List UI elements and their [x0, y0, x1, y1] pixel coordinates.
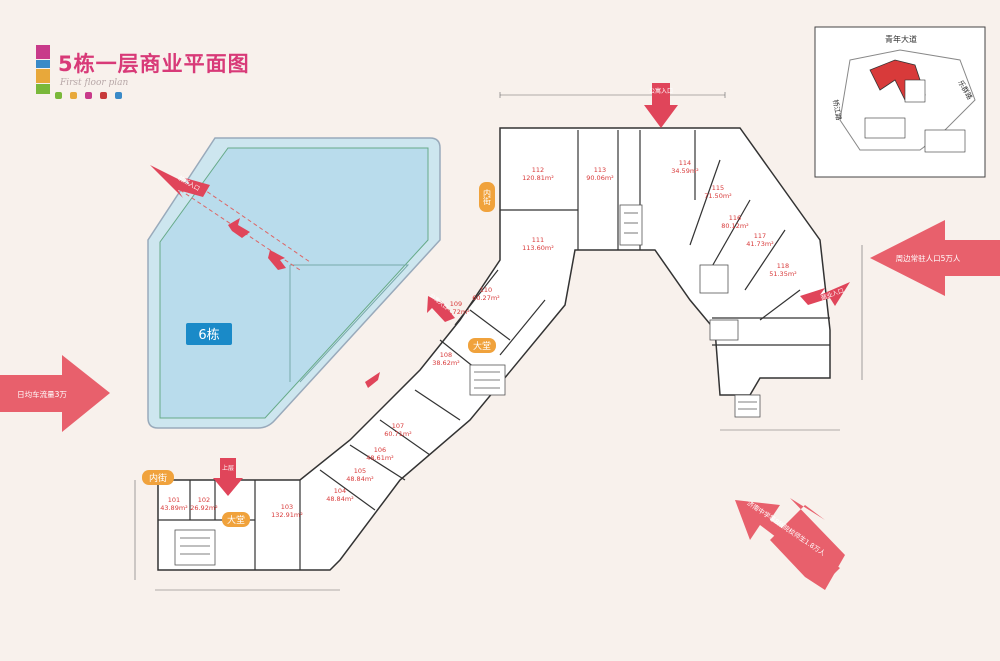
unit-labels: 112 120.81m² 111 113.60m² 113 90.06m² 11… [160, 159, 797, 519]
svg-text:日均车流量3万: 日均车流量3万 [17, 389, 67, 399]
unit-110-area: 60.27m² [472, 294, 500, 302]
unit-105-area: 48.84m² [346, 475, 374, 483]
unit-111-area: 113.60m² [522, 244, 554, 252]
interior-walls [158, 130, 830, 570]
svg-text:公寓入口: 公寓入口 [649, 87, 673, 95]
svg-text:大堂: 大堂 [227, 514, 245, 526]
svg-text:青年大道: 青年大道 [885, 34, 917, 44]
badge-inner-street-bottom: 内街 [142, 470, 174, 485]
unit-113-area: 90.06m² [586, 174, 614, 182]
site-minimap: 青年大道 乐群路 桥江路 [814, 26, 986, 178]
badge-lobby-bottom: 大堂 [222, 512, 250, 527]
unit-108-area: 38.62m² [432, 359, 460, 367]
arrow-left-traffic: 日均车流量3万 [0, 355, 110, 432]
unit-106-id: 106 [374, 446, 386, 454]
svg-text:周边常驻人口5万人: 周边常驻人口5万人 [896, 253, 961, 263]
arrow-bottom-right: 济南中学等8所院校师生1.8万人 [735, 498, 845, 590]
arrow-right-residents: 周边常驻人口5万人 [870, 220, 1000, 296]
unit-111-id: 111 [532, 236, 544, 244]
svg-text:内街: 内街 [149, 472, 167, 484]
unit-118-id: 118 [777, 262, 789, 270]
unit-103-area: 132.91m² [271, 511, 303, 519]
unit-110-id: 110 [480, 286, 492, 294]
unit-112-area: 120.81m² [522, 174, 554, 182]
stairwells [174, 204, 761, 566]
flow-arrows [228, 218, 380, 388]
unit-118-area: 51.35m² [769, 270, 797, 278]
badge-inner-street-top: 内街 [479, 182, 495, 212]
unit-116-area: 80.12m² [721, 222, 749, 230]
unit-101-area: 43.89m² [160, 504, 188, 512]
badge-lobby-mid: 大堂 [468, 338, 496, 353]
pool-area [147, 137, 441, 429]
unit-101-id: 101 [168, 496, 180, 504]
unit-107-id: 107 [392, 422, 404, 430]
unit-102-id: 102 [198, 496, 210, 504]
svg-text:6栋: 6栋 [198, 327, 219, 343]
page-title: 5栋一层商业平面图 [58, 52, 250, 76]
unit-112-id: 112 [532, 166, 544, 174]
brand-logo [36, 45, 50, 105]
unit-104-id: 104 [334, 487, 346, 495]
brand-icons [55, 92, 122, 99]
unit-104-area: 48.84m² [326, 495, 354, 503]
unit-117-id: 117 [754, 232, 766, 240]
unit-109-area: 28.72m² [442, 308, 470, 316]
unit-108-id: 108 [440, 351, 452, 359]
page-subtitle: First floor plan [60, 78, 129, 88]
unit-102-area: 26.92m² [190, 504, 218, 512]
unit-116-id: 116 [729, 214, 741, 222]
dimension-lines [134, 92, 863, 591]
unit-107-area: 60.71m² [384, 430, 412, 438]
unit-114-area: 34.59m² [671, 167, 699, 175]
unit-103-id: 103 [281, 503, 293, 511]
svg-text:桥江路: 桥江路 [831, 99, 844, 121]
arrow-top-entry: 公寓入口 [644, 83, 678, 128]
unit-109-id: 109 [450, 300, 462, 308]
svg-text:内街: 内街 [483, 188, 492, 206]
unit-105-id: 105 [354, 467, 366, 475]
unit-115-id: 115 [712, 184, 724, 192]
unit-113-id: 113 [594, 166, 606, 174]
unit-115-area: 71.50m² [704, 192, 732, 200]
svg-text:上层: 上层 [222, 464, 234, 472]
unit-117-area: 41.73m² [746, 240, 774, 248]
building-6-label: 6栋 [186, 323, 232, 345]
arrow-bottom-entry: 上层 [213, 458, 243, 496]
unit-106-area: 48.61m² [366, 454, 394, 462]
svg-text:大堂: 大堂 [473, 340, 491, 352]
unit-114-id: 114 [679, 159, 691, 167]
